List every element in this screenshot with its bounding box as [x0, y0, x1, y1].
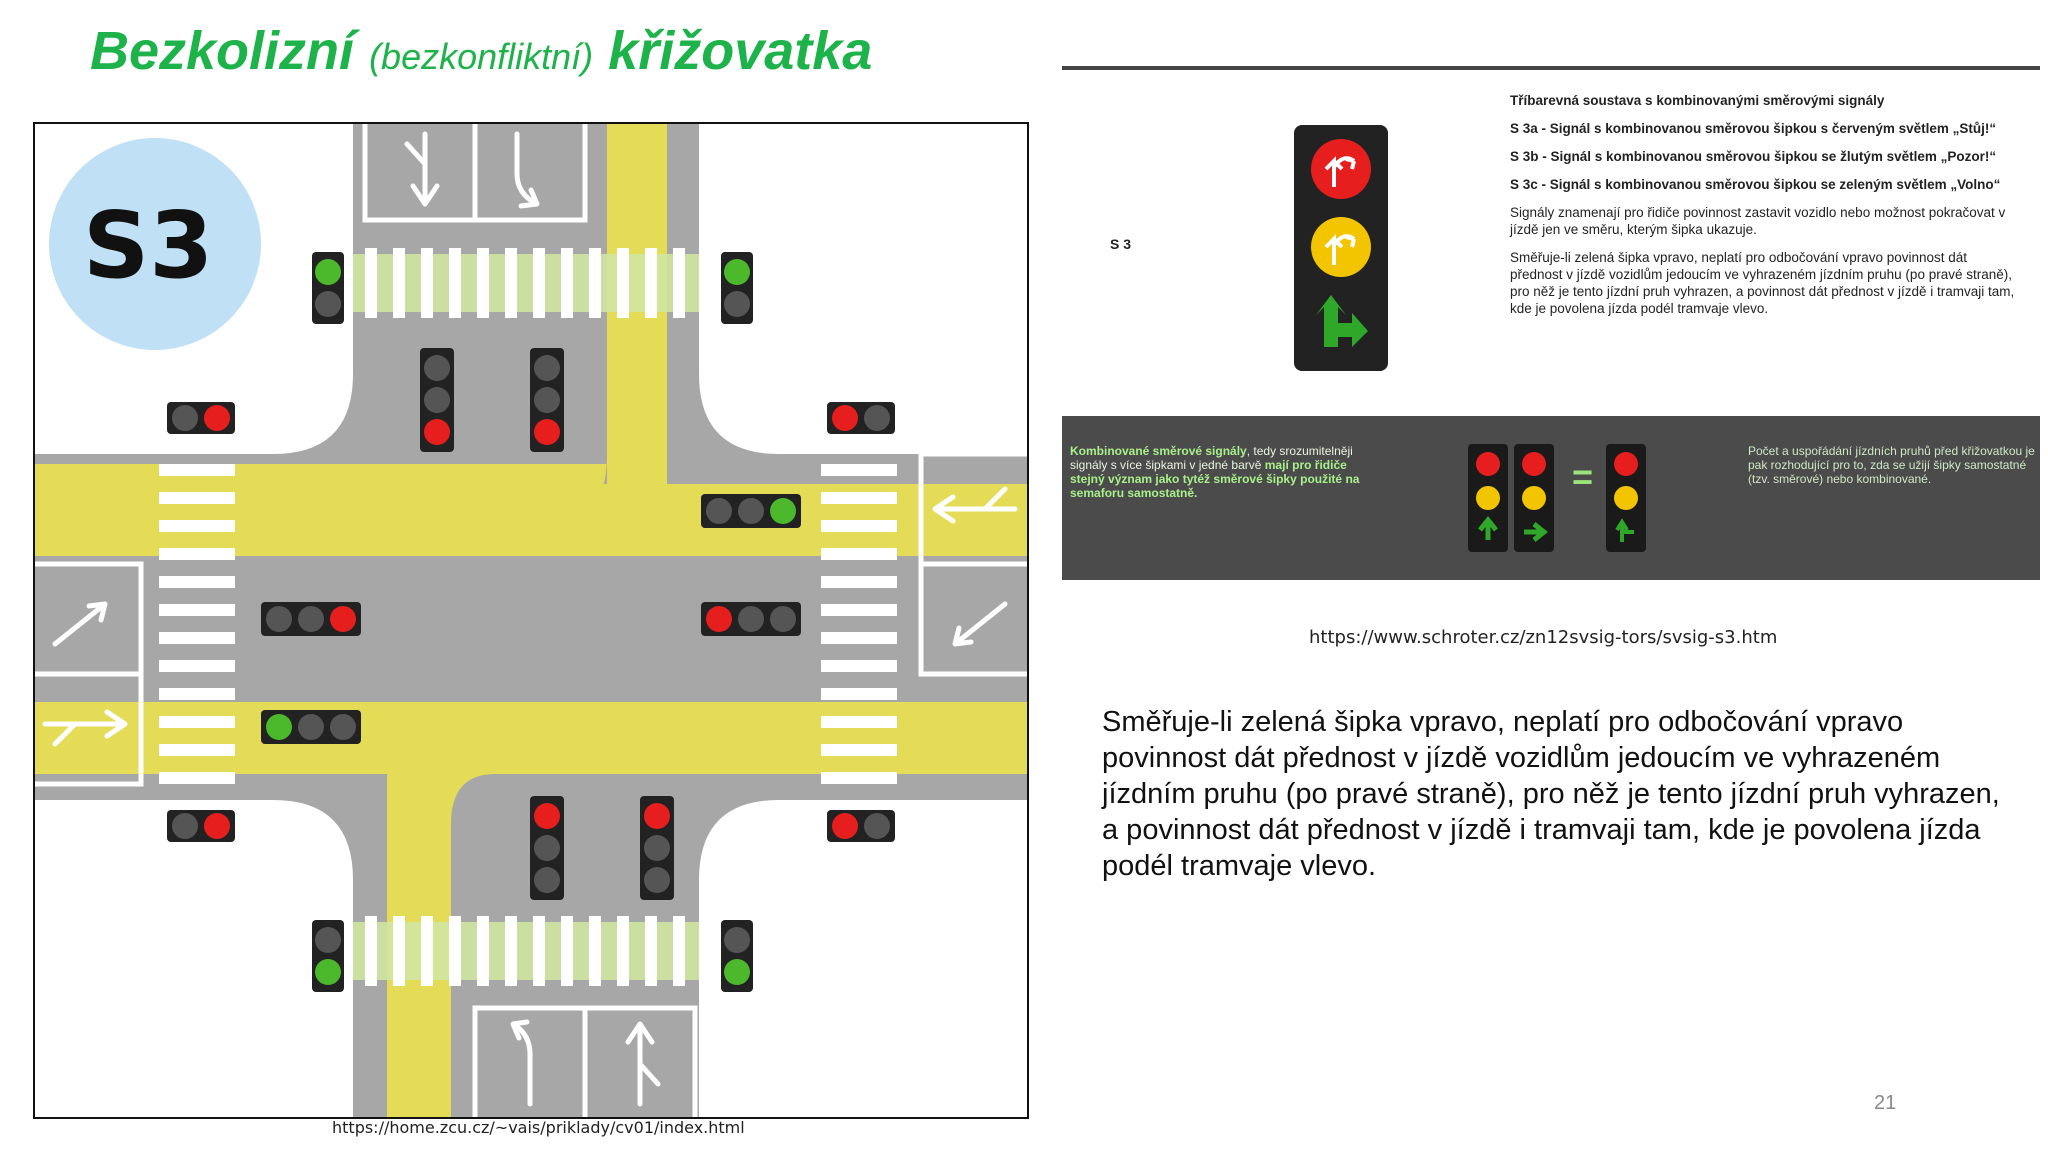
ped-signal-right-top — [827, 402, 895, 434]
ped-signal-bottom-right — [721, 920, 753, 992]
ped-signal-right-bottom — [827, 810, 895, 842]
s3-badge-label: S3 — [83, 192, 214, 299]
panel-bottom: Kombinované směrové signály, tedy srozum… — [1062, 416, 2040, 580]
panel-top: S 3 Tříbarevná soustava s kombinovanými … — [1062, 70, 2040, 416]
panel-s3-label: S 3 — [1110, 236, 1132, 252]
combined-traffic-light — [1294, 125, 1388, 371]
title-main-2: křižovatka — [608, 21, 873, 81]
intersection-svg — [35, 124, 1027, 1117]
slide-title: Bezkolizní (bezkonfliktní) křižovatka — [90, 20, 872, 82]
separate-signal-left-svg — [1476, 452, 1500, 540]
vehicle-signal-west-tram — [261, 710, 361, 744]
green-arrow-icon — [1316, 295, 1368, 347]
vehicle-signal-east-1 — [701, 602, 801, 636]
lanes-note: Počet a uspořádání jízdních pruhů před k… — [1748, 444, 2035, 486]
combined-signals-note: Kombinované směrové signály, tedy srozum… — [1070, 444, 1370, 500]
title-main-1: Bezkolizní — [90, 21, 355, 81]
combined-signal-small — [1606, 444, 1646, 552]
ped-signal-left-bottom — [167, 810, 235, 842]
signal-info-panel: S 3 Tříbarevná soustava s kombinovanými … — [1062, 66, 2040, 584]
ped-signal-left-top — [167, 402, 235, 434]
intersection-illustration: S3 — [33, 122, 1029, 1119]
separate-signal-right — [1514, 444, 1554, 552]
combined-traffic-light-svg — [1311, 139, 1371, 347]
combined-signals-highlight: Kombinované směrové signály — [1070, 444, 1247, 458]
panel-source-url[interactable]: https://www.schroter.cz/zn12svsig-tors/s… — [1309, 627, 1778, 648]
equals-sign: = — [1572, 456, 1594, 497]
vehicle-signal-east-tram — [701, 494, 801, 528]
s3c-text: S 3c - Signál s kombinovanou směrovou ši… — [1510, 177, 2001, 192]
combined-signals-text-1: , tedy srozumitelněji signály s více šip… — [1070, 444, 1353, 472]
combined-signals-text-2: mají pro řidiče stejný význam jako tytéž… — [1070, 458, 1360, 500]
intersection-signals — [167, 252, 895, 992]
panel-heading: Tříbarevná soustava s kombinovanými směr… — [1510, 93, 1885, 108]
separate-signal-right-svg — [1522, 452, 1549, 542]
s3b-text: S 3b - Signál s kombinovanou směrovou ši… — [1510, 149, 1997, 164]
separate-signal-left — [1468, 444, 1508, 552]
main-paragraph: Směřuje-li zelená šipka vpravo, neplatí … — [1102, 706, 2000, 882]
ped-signal-top-right — [721, 252, 753, 324]
vehicle-signal-north-1 — [420, 348, 454, 452]
vehicle-signal-south-2 — [640, 796, 674, 900]
combined-signal-small-svg — [1614, 452, 1638, 542]
ped-signal-top-left — [312, 252, 344, 324]
desc-paragraph-1: Signály znamenají pro řidiče povinnost z… — [1510, 205, 2006, 237]
ped-signal-bottom-left — [312, 920, 344, 992]
vehicle-signal-north-2 — [530, 348, 564, 452]
desc-paragraph-2: Směřuje-li zelená šipka vpravo, neplatí … — [1510, 250, 2015, 316]
page-number: 21 — [1874, 1092, 1897, 1114]
intersection-source-url[interactable]: https://home.zcu.cz/~vais/priklady/cv01/… — [332, 1118, 745, 1137]
vehicle-signal-west-1 — [261, 602, 361, 636]
title-subtitle: (bezkonfliktní) — [369, 36, 594, 77]
s3a-text: S 3a - Signál s kombinovanou směrovou ši… — [1510, 121, 1997, 136]
vehicle-signal-south-1 — [530, 796, 564, 900]
panel-description: Tříbarevná soustava s kombinovanými směr… — [1510, 92, 2020, 328]
